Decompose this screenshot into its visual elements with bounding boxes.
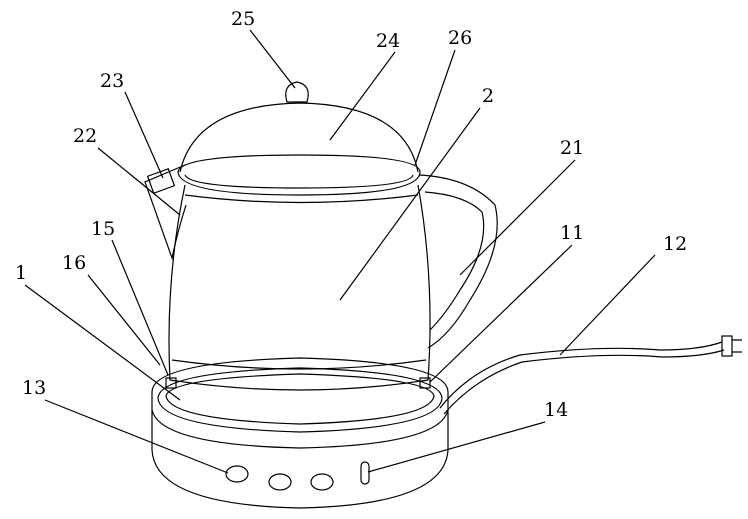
reference-labels: 25 24 26 23 2 22 21 15 11 12 16 1 13 14 [15, 8, 687, 421]
label-16: 16 [62, 252, 86, 274]
label-15: 15 [91, 218, 115, 240]
label-24: 24 [376, 30, 400, 52]
power-cord [439, 335, 742, 415]
leader-lines [24, 29, 656, 474]
label-1: 1 [15, 262, 27, 284]
label-26: 26 [448, 27, 472, 49]
label-11: 11 [560, 222, 584, 244]
label-25: 25 [231, 8, 255, 30]
label-2: 2 [482, 85, 494, 107]
label-14: 14 [544, 399, 568, 421]
base-buttons [225, 461, 370, 491]
lid [177, 81, 421, 196]
label-23: 23 [100, 70, 124, 92]
label-21: 21 [560, 137, 584, 159]
kettle-body [168, 184, 431, 391]
handle [419, 174, 498, 349]
clips [165, 377, 431, 389]
label-13: 13 [22, 377, 46, 399]
spout [144, 164, 187, 261]
label-22: 22 [73, 125, 97, 147]
base [151, 357, 449, 509]
label-12: 12 [663, 233, 687, 255]
